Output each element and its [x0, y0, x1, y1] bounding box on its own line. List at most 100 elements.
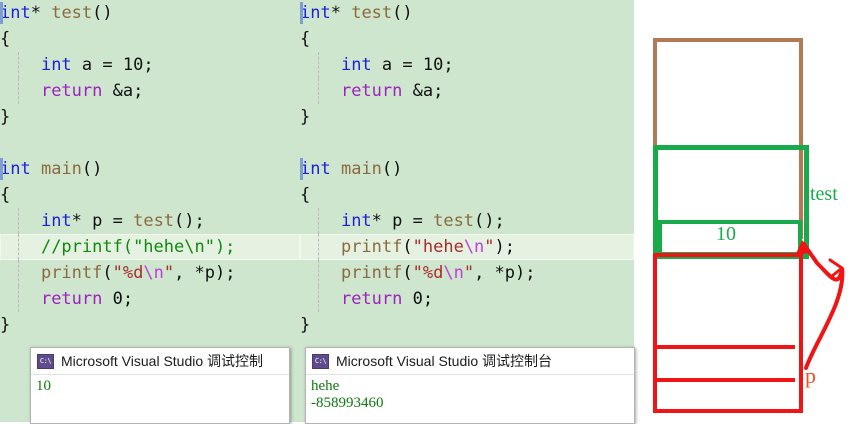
code-line[interactable]: }	[300, 104, 634, 130]
code-line[interactable]	[0, 130, 300, 156]
change-marker	[0, 262, 3, 284]
code-text: }	[300, 315, 310, 335]
code-token: ;	[443, 55, 454, 75]
change-marker	[300, 28, 303, 50]
code-line[interactable]: int a = 10;	[0, 52, 300, 78]
code-token: "%d	[412, 263, 444, 283]
code-text: return 0;	[300, 289, 433, 309]
code-text: return 0;	[0, 289, 133, 309]
code-line[interactable]: return 0;	[0, 286, 300, 312]
code-token: int	[40, 211, 72, 231]
code-token: (	[102, 263, 113, 283]
code-token: ();	[474, 211, 505, 231]
console-title-text: Microsoft Visual Studio 调试控制台	[336, 353, 553, 369]
code-token: {	[300, 185, 311, 205]
code-token: \n	[463, 237, 485, 257]
code-token	[102, 289, 112, 309]
change-marker	[0, 2, 3, 24]
code-token	[0, 55, 41, 75]
code-token	[31, 159, 41, 179]
code-line[interactable]: {	[300, 182, 634, 208]
code-token: ();	[174, 211, 205, 231]
indent-guide	[318, 234, 320, 260]
code-line[interactable]: int main()	[0, 156, 300, 182]
console-title-bar: C:\ Microsoft Visual Studio 调试控制台	[306, 348, 634, 375]
code-token	[300, 211, 341, 231]
code-token: test	[133, 211, 175, 231]
code-token: "	[163, 263, 175, 283]
code-line[interactable]: {	[0, 26, 300, 52]
code-line[interactable]: printf("hehe\n");	[300, 234, 634, 260]
code-line[interactable]: printf("%d\n", *p);	[300, 260, 634, 286]
code-line[interactable]: int main()	[300, 156, 634, 182]
pointer-arrow-icon	[795, 240, 845, 370]
code-line[interactable]: }	[0, 312, 300, 338]
variable-a-value: 10	[716, 223, 736, 245]
code-line[interactable]: int a = 10;	[300, 52, 634, 78]
code-token: }	[300, 107, 311, 127]
code-text: int main()	[300, 159, 402, 179]
code-line[interactable]: {	[0, 182, 300, 208]
code-line[interactable]: {	[300, 26, 634, 52]
console-output-line: -858993460	[311, 395, 384, 411]
indent-guide	[318, 208, 320, 234]
console-window-left[interactable]: C:\ Microsoft Visual Studio 调试控制 10	[30, 347, 290, 424]
code-token: test	[51, 3, 93, 23]
code-token: return	[40, 81, 103, 101]
code-token: , *p);	[474, 263, 536, 283]
code-token: ;	[143, 55, 154, 75]
change-marker	[0, 288, 3, 310]
change-marker	[300, 262, 303, 284]
code-line[interactable]	[300, 130, 634, 156]
code-line[interactable]: printf("%d\n", *p);	[0, 260, 300, 286]
console-output-area: 10	[31, 375, 289, 395]
change-marker	[0, 184, 3, 206]
change-marker	[300, 80, 303, 102]
code-line[interactable]: int* test()	[300, 0, 634, 26]
change-marker	[0, 132, 3, 154]
code-token: (	[402, 237, 413, 257]
code-token: * p =	[71, 211, 134, 231]
code-token	[0, 263, 41, 283]
code-token: test	[351, 3, 393, 23]
indent-guide	[18, 234, 20, 260]
code-token: *	[330, 3, 352, 23]
code-token: "	[484, 237, 495, 257]
code-token	[0, 211, 41, 231]
code-token: test	[433, 211, 475, 231]
code-token: return	[340, 289, 403, 309]
code-line[interactable]: int* test()	[0, 0, 300, 26]
indent-guide	[318, 78, 320, 104]
code-text: int* test()	[300, 3, 413, 23]
code-token: int	[300, 159, 331, 179]
code-line[interactable]: }	[0, 104, 300, 130]
code-token: 0	[112, 289, 123, 309]
code-line[interactable]: //printf("hehe\n");	[0, 234, 300, 260]
code-token: ()	[392, 3, 413, 23]
code-token: printf	[40, 263, 103, 283]
console-app-icon: C:\	[37, 353, 54, 369]
code-token: 10	[422, 55, 444, 75]
code-token: int	[340, 211, 372, 231]
code-text: return &a;	[0, 81, 143, 101]
code-line[interactable]: int* p = test();	[300, 208, 634, 234]
code-token: return	[340, 81, 403, 101]
change-marker	[0, 106, 3, 128]
code-line[interactable]: return &a;	[300, 78, 634, 104]
code-token	[300, 55, 341, 75]
code-line[interactable]: return &a;	[0, 78, 300, 104]
code-text: printf("%d\n", *p);	[0, 263, 236, 283]
console-window-right[interactable]: C:\ Microsoft Visual Studio 调试控制台 hehe -…	[305, 347, 635, 424]
code-line[interactable]: return 0;	[300, 286, 634, 312]
code-token: return	[40, 289, 103, 309]
code-line[interactable]: }	[300, 312, 634, 338]
indent-guide	[18, 78, 20, 104]
code-text: int a = 10;	[300, 55, 454, 75]
indent-guide	[18, 208, 20, 234]
console-title-text: Microsoft Visual Studio 调试控制	[61, 353, 264, 369]
indent-guide	[18, 286, 20, 312]
memory-diagram: 10 test p	[634, 0, 851, 422]
change-marker	[300, 132, 303, 154]
code-line[interactable]: int* p = test();	[0, 208, 300, 234]
code-token: }	[0, 315, 11, 335]
